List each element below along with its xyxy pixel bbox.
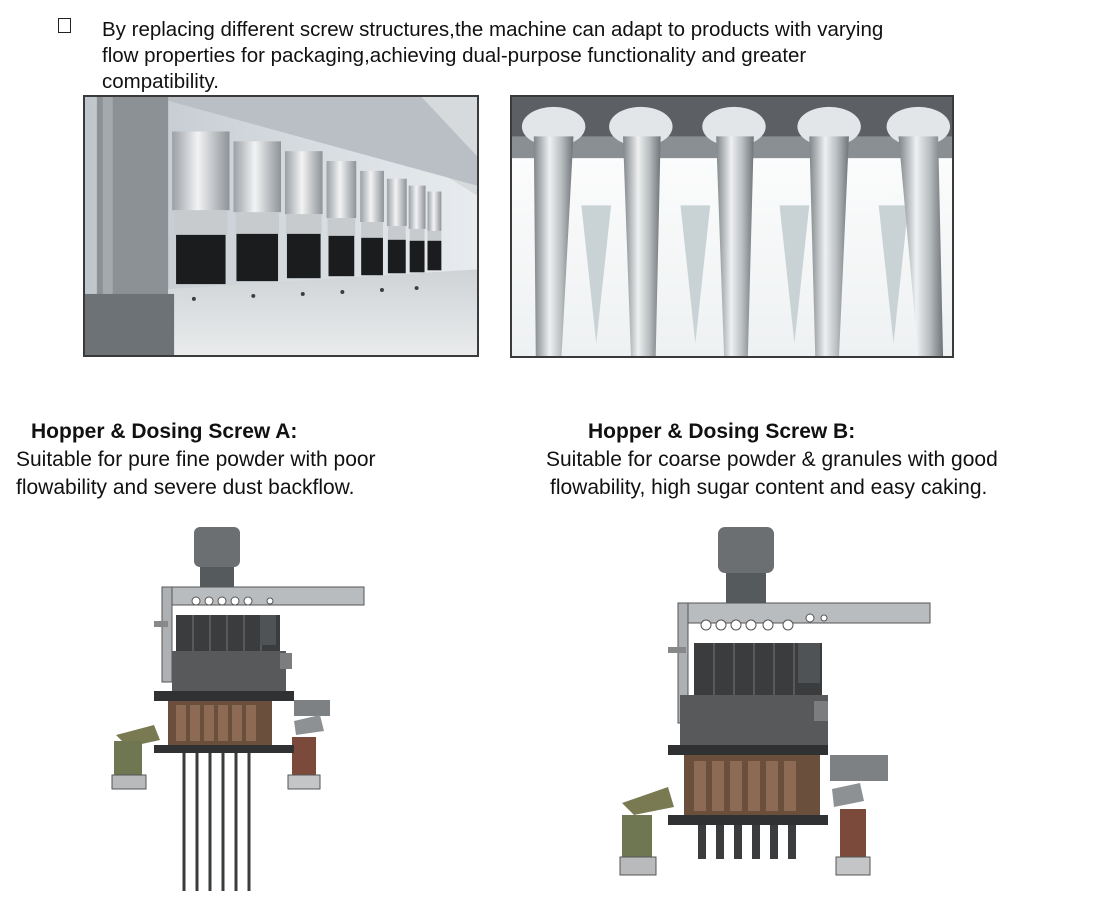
intro-text: By replacing different screw structures,…	[102, 18, 884, 93]
filling-nozzles-photo	[510, 95, 954, 358]
option-b-description-line1: Suitable for coarse powder & granules wi…	[546, 448, 998, 471]
option-b-description-line2: flowability, high sugar content and easy…	[550, 476, 988, 499]
option-a-description-line1: Suitable for pure fine powder with poor	[16, 448, 376, 471]
option-b-heading: Hopper & Dosing Screw B:	[588, 420, 856, 443]
square-bullet-icon	[58, 18, 71, 33]
option-a-description-line2: flowability and severe dust backflow.	[16, 476, 355, 499]
screw-motor-row-photo	[83, 95, 479, 357]
option-a-heading: Hopper & Dosing Screw A:	[31, 420, 298, 443]
dosing-machine-b-diagram	[618, 525, 933, 883]
dosing-machine-a-diagram	[110, 525, 370, 895]
